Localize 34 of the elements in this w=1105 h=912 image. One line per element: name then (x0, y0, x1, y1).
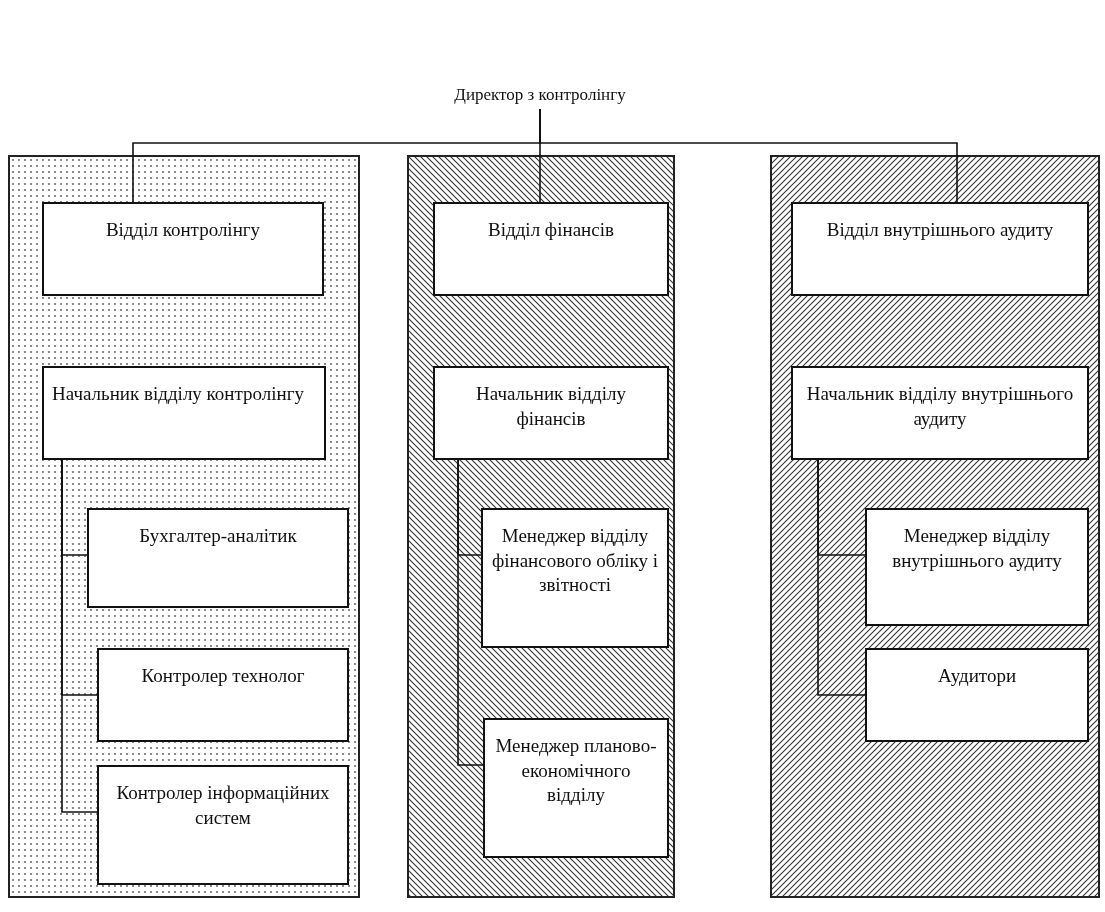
position-box (97, 648, 349, 742)
box-text: Контролер технолог (140, 664, 306, 688)
position-box (42, 366, 326, 460)
box-text: Менеджер відділу фінансового обліку і звітності (491, 524, 659, 598)
position-box (791, 366, 1089, 460)
position-box (433, 202, 669, 296)
department-panel (8, 155, 360, 898)
position-box (791, 202, 1089, 296)
box-text: Менеджер відділу внутрішнього аудиту (891, 524, 1063, 573)
position-box (97, 765, 349, 885)
box-text: Начальник відділу внутрішнього аудиту (805, 382, 1075, 431)
department-panel (407, 155, 675, 898)
department-panel (770, 155, 1100, 898)
box-text: Контролер інформаційних систем (115, 781, 331, 830)
heading-text: Директор з контролінгу (430, 85, 650, 109)
box-text: Начальник відділу фінансів (475, 382, 627, 431)
connector-line (817, 459, 866, 696)
connector-line (61, 459, 98, 813)
position-box (865, 648, 1089, 742)
box-text: Відділ внутрішнього аудиту (825, 218, 1055, 242)
box-text: Відділ фінансів (487, 218, 615, 242)
position-box (865, 508, 1089, 626)
position-box (87, 508, 349, 608)
box-text: Бухгалтер-аналітик (138, 524, 298, 548)
position-box (42, 202, 324, 296)
box-text: Менеджер планово-економічного відділу (494, 734, 658, 808)
connector-line (457, 459, 484, 766)
position-box (483, 718, 669, 858)
box-text: Аудитори (936, 664, 1018, 688)
position-box (433, 366, 669, 460)
connector-line (539, 108, 958, 203)
box-text: Начальник відділу контролінгу (52, 382, 306, 406)
box-text: Відділ контролінгу (104, 218, 262, 242)
position-box (481, 508, 669, 648)
